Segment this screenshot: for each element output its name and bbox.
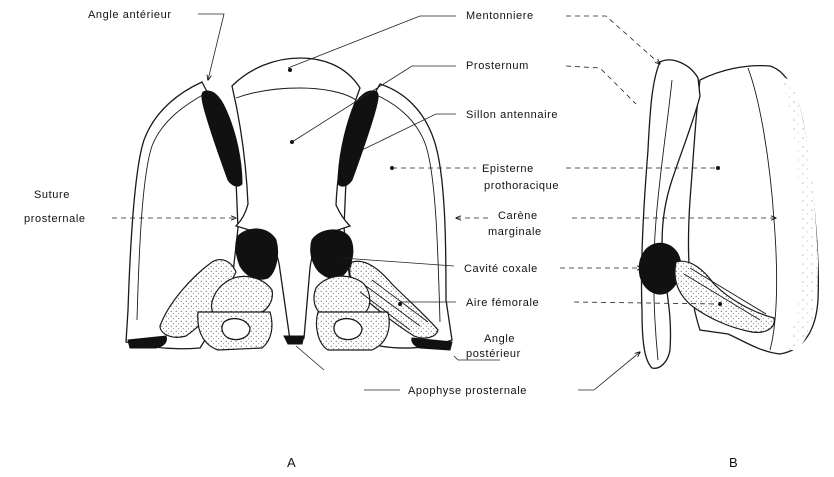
- label-carene-line2: marginale: [488, 226, 542, 238]
- apophysis-tip: [284, 336, 304, 344]
- label-cavite-coxale: Cavité coxale: [464, 263, 538, 275]
- label-suture-line2: prosternale: [24, 213, 86, 225]
- figure-b: [639, 60, 818, 368]
- label-apophyse-prosternale: Apophyse prosternale: [408, 385, 527, 397]
- label-suture-line1: Suture: [34, 189, 70, 201]
- label-carene-line1: Carène: [498, 210, 538, 222]
- femoral-dot-a: [398, 302, 402, 306]
- panel-label-a: A: [287, 455, 296, 470]
- figure-a: [126, 58, 452, 350]
- right-coxal-cavity: [311, 230, 353, 278]
- episterne-dot-b: [716, 166, 720, 170]
- label-angle-posterieur-line1: Angle: [484, 333, 515, 345]
- label-episterne-line2: prothoracique: [484, 180, 559, 192]
- mentonniere-dot: [288, 68, 292, 72]
- posterior-right-pocket: [334, 319, 362, 340]
- label-prosternum: Prosternum: [466, 60, 529, 72]
- label-sillon-antennaire: Sillon antennaire: [466, 109, 558, 121]
- label-angle-anterieur: Angle antérieur: [88, 9, 172, 21]
- posterior-left-pocket: [222, 319, 250, 340]
- left-coxal-cavity: [236, 229, 278, 279]
- label-mentonniere: Mentonniere: [466, 10, 534, 22]
- panel-label-b: B: [729, 455, 738, 470]
- right-mesosternum: [314, 276, 370, 314]
- label-aire-femorale: Aire fémorale: [466, 297, 539, 309]
- label-angle-posterieur-line2: postérieur: [466, 348, 521, 360]
- label-episterne-line1: Episterne: [482, 163, 534, 175]
